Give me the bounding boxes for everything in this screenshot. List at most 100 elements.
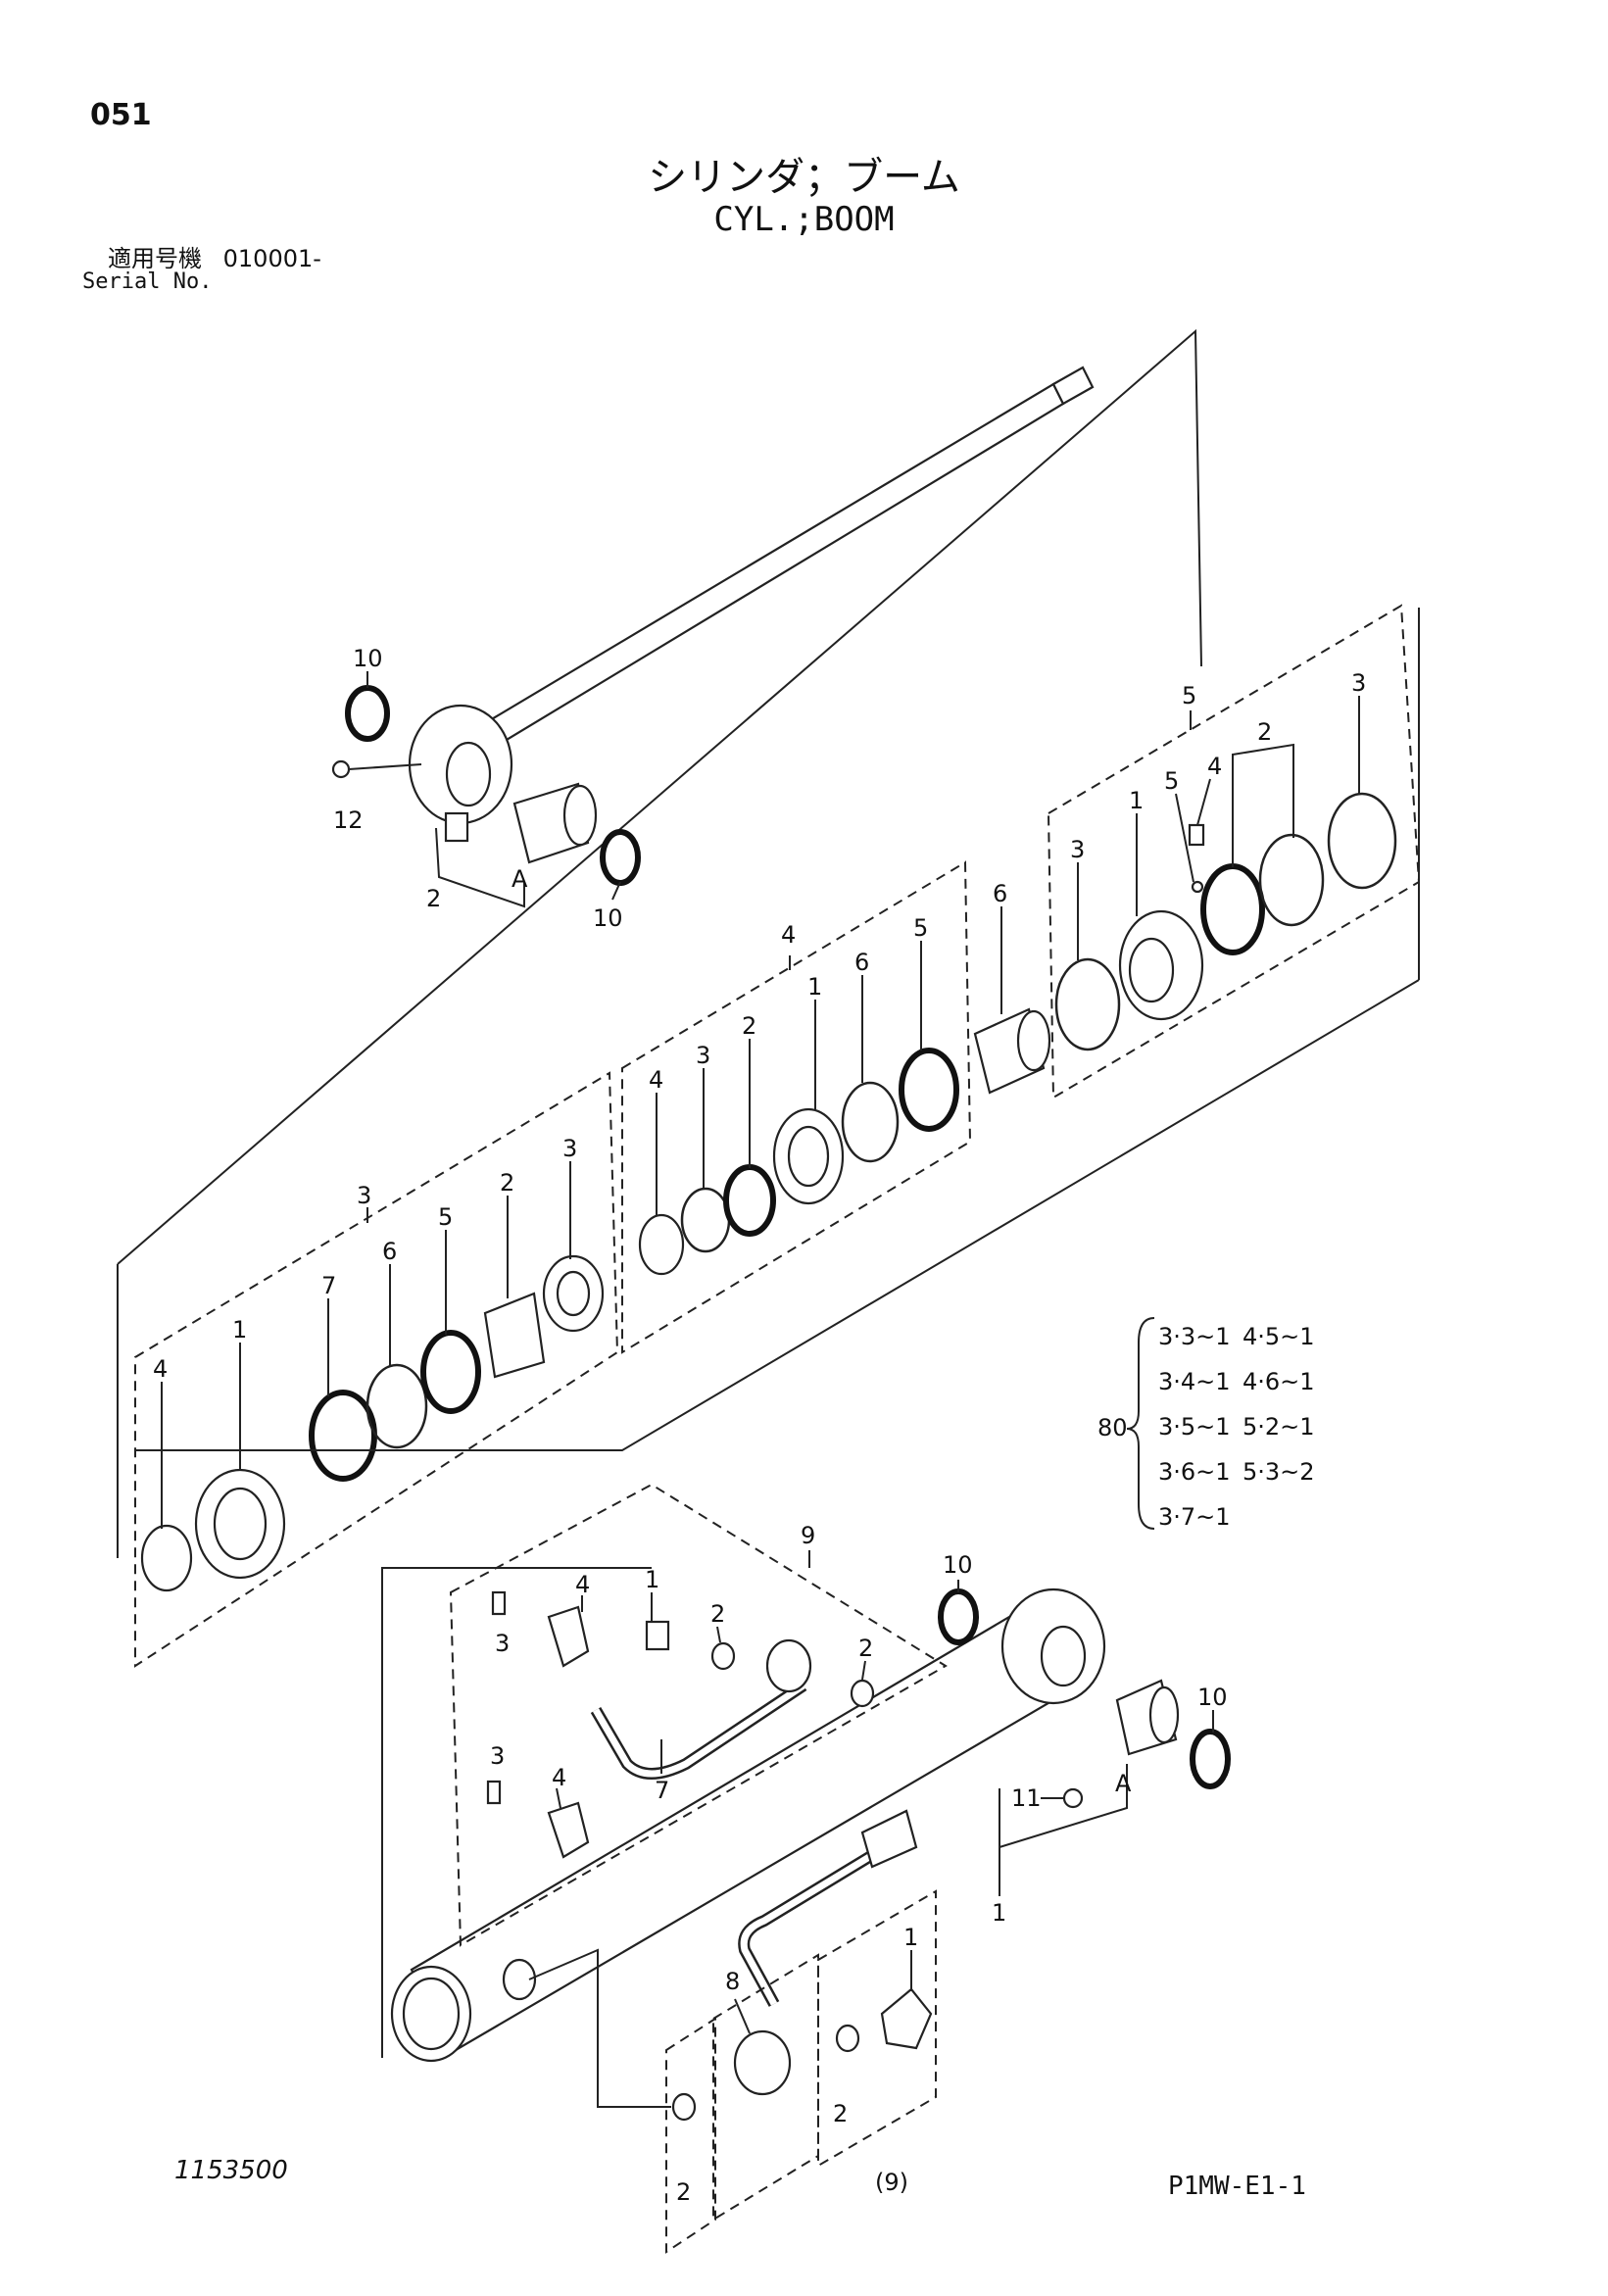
callout-g3-5: 5 xyxy=(438,1203,453,1231)
leader-tube-1-A xyxy=(999,1764,1128,1849)
tube-seal-ring-10b xyxy=(1190,1729,1231,1789)
g5-ring-3b xyxy=(1327,792,1397,890)
leader-lower-8 xyxy=(734,1998,751,2034)
leader-12 xyxy=(348,763,422,770)
g9-fitting-1 xyxy=(645,1620,670,1651)
callout-g9-3b: 3 xyxy=(490,1742,505,1770)
kit-80-entry-2: 4·5~1 xyxy=(1243,1323,1315,1350)
callout-rod-12: 12 xyxy=(333,806,364,834)
callout-g4-1: 1 xyxy=(807,973,822,1001)
g9-union-nut xyxy=(765,1638,812,1693)
callout-group-3: 3 xyxy=(357,1182,371,1209)
callout-rod-A: A xyxy=(512,865,528,893)
callout-g5-2: 2 xyxy=(1257,718,1272,746)
serial-label-japanese: 適用号機 xyxy=(108,245,202,272)
leader-g5-4 xyxy=(1196,778,1211,826)
piston-rod xyxy=(488,382,1065,745)
lower-oring-2b xyxy=(835,2024,860,2053)
callout-rod-10a: 10 xyxy=(353,645,383,672)
g4-ring-4 xyxy=(638,1213,685,1276)
group-5-assembly: 5 3 1 5 4 2 3 xyxy=(1047,604,1421,1099)
serial-info: 適用号機 010001- Serial No. xyxy=(82,245,321,294)
callout-g9-4a: 4 xyxy=(575,1571,590,1598)
pipe-lower-flange xyxy=(860,1809,918,1869)
grease-fitting-12 xyxy=(331,759,351,779)
g3-bushing-2 xyxy=(483,1292,546,1379)
rod-seal-ring-10a xyxy=(345,685,390,742)
kit-80-entry-1: 3·3~1 xyxy=(1158,1323,1231,1350)
callout-g3-7: 7 xyxy=(321,1272,336,1299)
rod-bushing-end xyxy=(562,784,598,847)
callout-tube-10a: 10 xyxy=(943,1551,973,1579)
callout-group-9: 9 xyxy=(801,1522,815,1549)
callout-lower-1: 1 xyxy=(903,1924,918,1951)
grease-fitting-11 xyxy=(1062,1787,1084,1809)
callout-lower-2b: 2 xyxy=(833,2100,848,2127)
callout-part-6: 6 xyxy=(993,880,1007,907)
callout-g4-5: 5 xyxy=(913,914,928,942)
callout-g4-6: 6 xyxy=(854,949,869,976)
callout-lower-2a: 2 xyxy=(676,2178,691,2206)
tube-outer-frame xyxy=(381,1567,652,2058)
lower-frame-9 xyxy=(817,1889,937,2168)
leader-10b xyxy=(611,881,621,901)
kit-80-entry-8: 5·3~2 xyxy=(1243,1458,1315,1486)
lower-piping: 8 1 2 2 (9) xyxy=(528,1809,937,2254)
rod-seal-ring-10b xyxy=(600,829,641,886)
g3-oring-5 xyxy=(420,1330,481,1414)
leader-g9-2a xyxy=(716,1626,721,1643)
page-title-english: CYL.;BOOM xyxy=(713,200,895,239)
callout-group-5: 5 xyxy=(1182,682,1196,709)
rod-eye-hole xyxy=(445,741,492,807)
rod-eye-boss xyxy=(444,811,469,843)
pipe-7-inner xyxy=(592,1683,805,1778)
g3-ring-6 xyxy=(365,1363,428,1449)
rod-bracket-line xyxy=(117,328,1202,1265)
pipe-lower-inner xyxy=(740,1834,903,2006)
rod-thread xyxy=(1051,366,1095,406)
callout-lower-9: (9) xyxy=(875,2169,908,2196)
upper-assembly-frame xyxy=(135,979,1420,1451)
group-9-frame xyxy=(449,1483,948,1947)
bushing-6-end xyxy=(1016,1009,1051,1072)
callout-g5-5: 5 xyxy=(1164,767,1179,795)
lower-fitting-1 xyxy=(880,1987,933,2050)
callout-g9-7: 7 xyxy=(655,1777,669,1804)
callout-g9-2a: 2 xyxy=(710,1600,725,1628)
g9-bolt-3a xyxy=(491,1590,507,1616)
callout-g4-3: 3 xyxy=(696,1042,710,1069)
callout-group-4: 4 xyxy=(781,921,796,949)
tube-eye-hole xyxy=(1040,1625,1087,1687)
g9-oring-2b xyxy=(850,1679,875,1708)
group-4-assembly: 4 4 3 2 1 6 5 xyxy=(621,860,972,1354)
g3-ring-4 xyxy=(140,1524,193,1592)
group-3-assembly: 3 4 1 7 6 5 2 3 xyxy=(134,1071,619,1668)
callout-g4-2: 2 xyxy=(742,1012,756,1040)
lower-nut-8 xyxy=(733,2029,792,2096)
callout-g4-4: 4 xyxy=(649,1066,663,1094)
g4-oring-2 xyxy=(723,1164,776,1237)
lower-oring-2a xyxy=(671,2092,697,2122)
callout-tube-A: A xyxy=(1115,1770,1132,1797)
callout-g9-2b: 2 xyxy=(858,1635,873,1662)
tube-head-inner xyxy=(402,1977,461,2051)
serial-value: 010001- xyxy=(222,245,321,272)
tube-port xyxy=(502,1958,537,2001)
g5-screw-4 xyxy=(1188,823,1205,847)
callout-g3-4: 4 xyxy=(153,1355,168,1383)
callout-g9-3a: 3 xyxy=(495,1630,510,1657)
kit-80-entry-3: 3·4~1 xyxy=(1158,1368,1231,1395)
cylinder-tube-assembly: 10 10 11 A 1 xyxy=(381,1551,1231,2063)
callout-lower-8: 8 xyxy=(725,1968,740,1995)
leader-rod-2-A xyxy=(435,827,525,908)
callout-rod-2: 2 xyxy=(426,885,441,912)
piston-rod-assembly: 10 12 2 A 10 xyxy=(117,328,1202,1558)
kit-80-brace xyxy=(1126,1317,1155,1530)
g5-gland-1-face xyxy=(1128,937,1175,1003)
callout-g9-1: 1 xyxy=(645,1566,659,1593)
kit-80-entry-9: 3·7~1 xyxy=(1158,1503,1231,1531)
kit-80-entry-6: 5·2~1 xyxy=(1243,1413,1315,1441)
group-9-piping: 9 3 4 1 2 2 3 4 7 xyxy=(449,1483,948,1947)
document-number: 1153500 xyxy=(174,2156,288,2185)
g9-clamp-4a xyxy=(547,1605,590,1668)
